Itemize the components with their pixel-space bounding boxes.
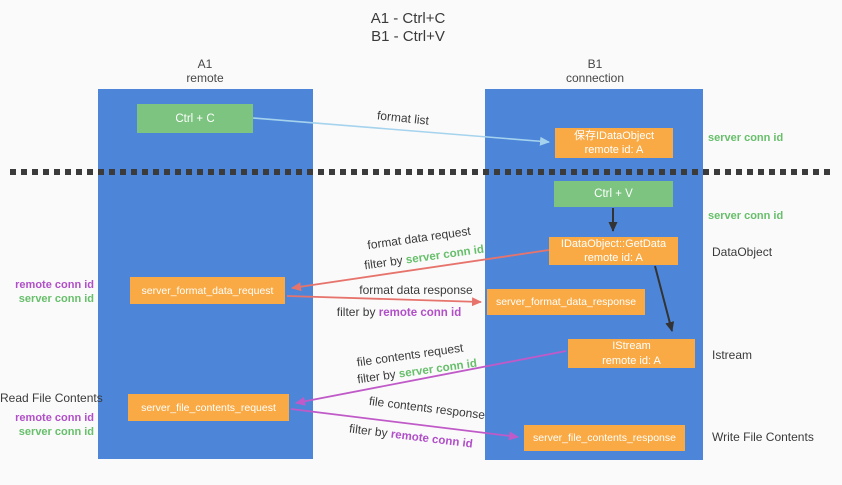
filter-by-text: filter by (363, 252, 407, 273)
lane-header-a1: A1 remote (150, 57, 260, 86)
lane-header-b1: B1 connection (540, 57, 650, 86)
server-format-data-response-box: server_format_data_response (487, 289, 645, 315)
server-conn-id-label: server conn id (18, 426, 94, 438)
write-file-contents-annotation: Write File Contents (712, 430, 814, 444)
server-format-data-request-label: server_format_data_request (141, 284, 274, 297)
server-file-contents-response-box: server_file_contents_response (524, 425, 685, 451)
file-contents-response-label: file contents response (368, 393, 486, 423)
format-data-response-label: format data response (359, 283, 473, 297)
getdata-line2: remote id: A (584, 252, 643, 264)
lane-b1-name: B1 (587, 57, 603, 71)
server-format-data-request-box: server_format_data_request (130, 277, 285, 304)
ctrl-c-box: Ctrl + C (137, 104, 253, 133)
server-conn-id-annotation-mid: server conn id (708, 210, 784, 222)
getdata-box: IDataObject::GetData remote id: A (549, 237, 678, 265)
istream-annotation: Istream (712, 348, 753, 362)
remote-conn-id-key: remote conn id (390, 428, 474, 451)
remote-conn-id-label: remote conn id (15, 279, 94, 291)
format-data-response-filter-label: filter by remote conn id (337, 305, 461, 319)
filter-by-text: filter by (336, 305, 379, 319)
istream-line1: IStream (612, 340, 651, 353)
server-format-data-response-label: server_format_data_response (495, 296, 637, 308)
lane-a1-role: remote (186, 71, 224, 86)
server-file-contents-request-label: server_file_contents_request (141, 401, 276, 414)
server-file-contents-response-label: server_file_contents_response (532, 432, 676, 444)
ctrl-v-label: Ctrl + V (594, 188, 633, 200)
server-conn-id-key: server conn id (405, 243, 485, 267)
filter-by-text: filter by (356, 366, 400, 387)
dataobject-annotation: DataObject (712, 245, 773, 259)
conn-ids-annotation-upper: remote conn id server conn id (2, 278, 94, 306)
title-line-2: B1 - Ctrl+V (371, 28, 445, 46)
save-dataobject-line1: 保存IDataObject (573, 129, 655, 142)
server-conn-id-label: server conn id (18, 293, 94, 305)
dotted-separator (10, 169, 830, 175)
conn-ids-annotation-lower: remote conn id server conn id (2, 411, 94, 439)
format-list-label: format list (376, 108, 430, 128)
save-dataobject-box: 保存IDataObject remote id: A (555, 128, 673, 158)
title-line-1: A1 - Ctrl+C (370, 10, 446, 27)
ctrl-v-box: Ctrl + V (554, 181, 673, 207)
istream-box: IStream remote id: A (568, 339, 695, 368)
server-conn-id-annotation-top: server conn id (708, 132, 784, 144)
server-file-contents-request-box: server_file_contents_request (128, 394, 289, 421)
diagram-title: A1 - Ctrl+C B1 - Ctrl+V (308, 10, 508, 47)
lane-a1-name: A1 (197, 57, 213, 71)
remote-conn-id-label: remote conn id (15, 412, 94, 424)
ctrl-c-label: Ctrl + C (175, 112, 215, 125)
lane-b1-role: connection (565, 71, 625, 86)
getdata-line1: IDataObject::GetData (560, 237, 667, 250)
filter-by-text: filter by (348, 421, 392, 441)
save-dataobject-line2: remote id: A (584, 144, 644, 156)
file-contents-response-filter-label: filter by remote conn id (348, 421, 473, 450)
remote-conn-id-key: remote conn id (378, 307, 462, 319)
istream-line2: remote id: A (602, 354, 661, 367)
read-file-contents-annotation: Read File Contents (0, 391, 103, 405)
